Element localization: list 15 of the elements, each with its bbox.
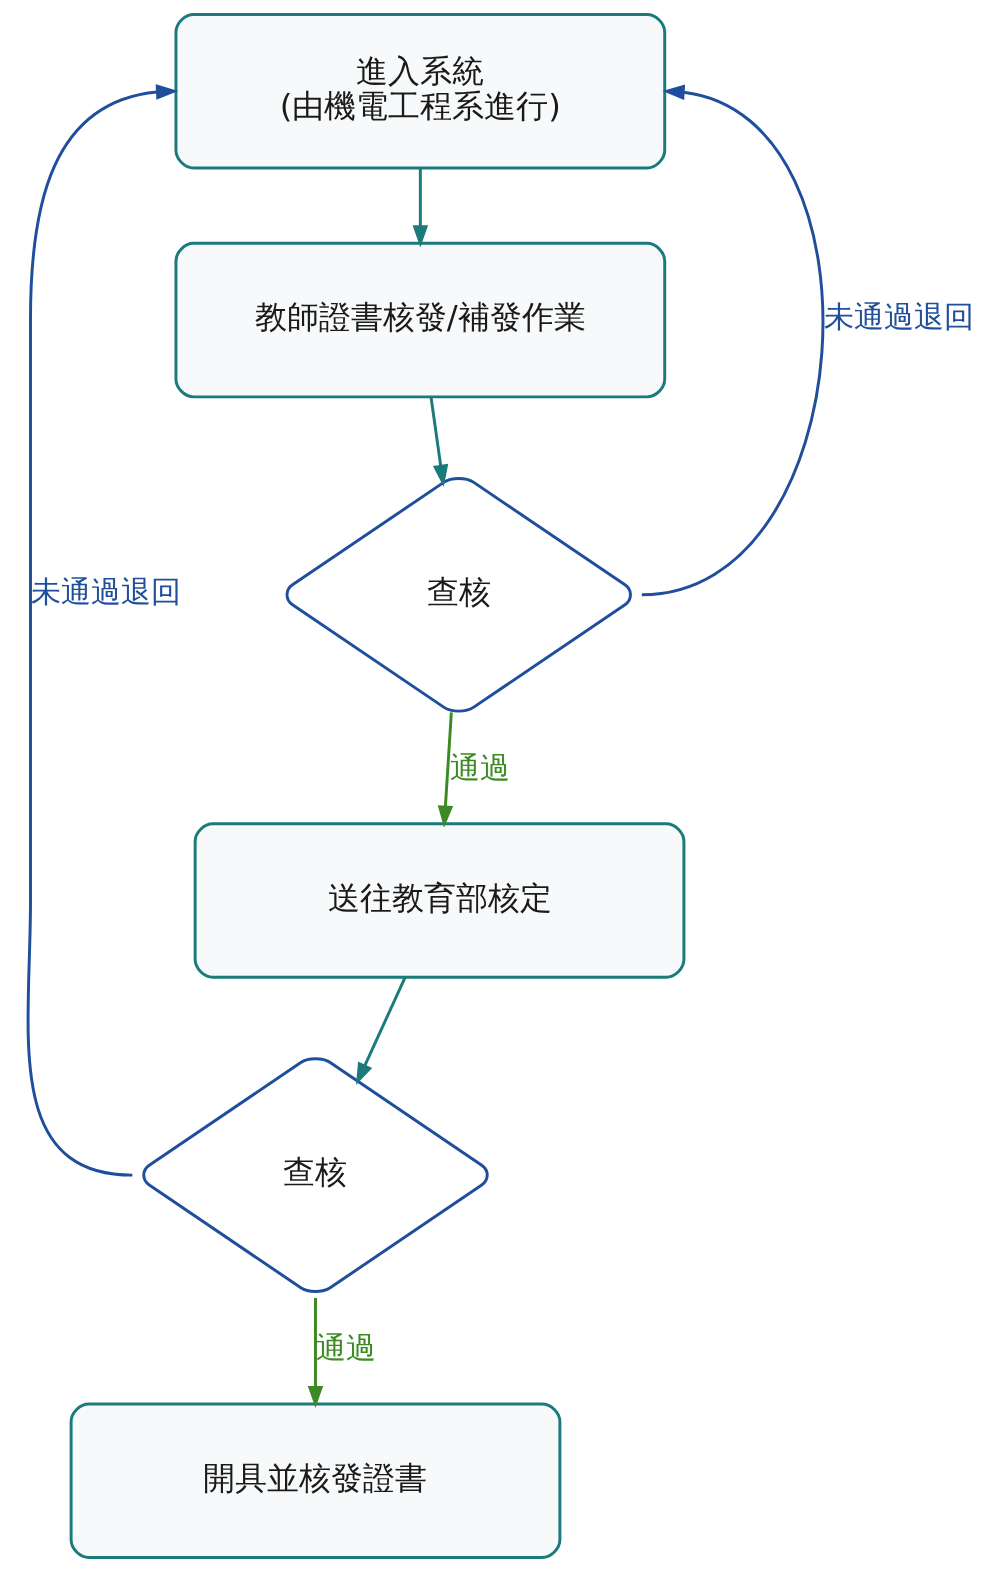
edge-label: 通過 (315, 1331, 376, 1366)
node-box: 開具並核發證書 (69, 1402, 561, 1560)
arrow (26, 84, 178, 1177)
arrow (307, 1297, 323, 1409)
arrow (641, 84, 823, 597)
node-box: 送往教育部核定 (193, 822, 685, 979)
arrow (429, 397, 448, 487)
edge-label: 通過 (449, 750, 510, 785)
arrow (412, 168, 428, 248)
node-box: 進入系統 (由機電工程系進行) (173, 12, 666, 170)
arrow (437, 712, 453, 828)
edge-label: 未通過退回 (30, 575, 181, 610)
edge-label: 未通過退回 (823, 300, 974, 335)
node-box: 教師證書核發/補發作業 (173, 241, 666, 399)
arrow (355, 977, 406, 1085)
